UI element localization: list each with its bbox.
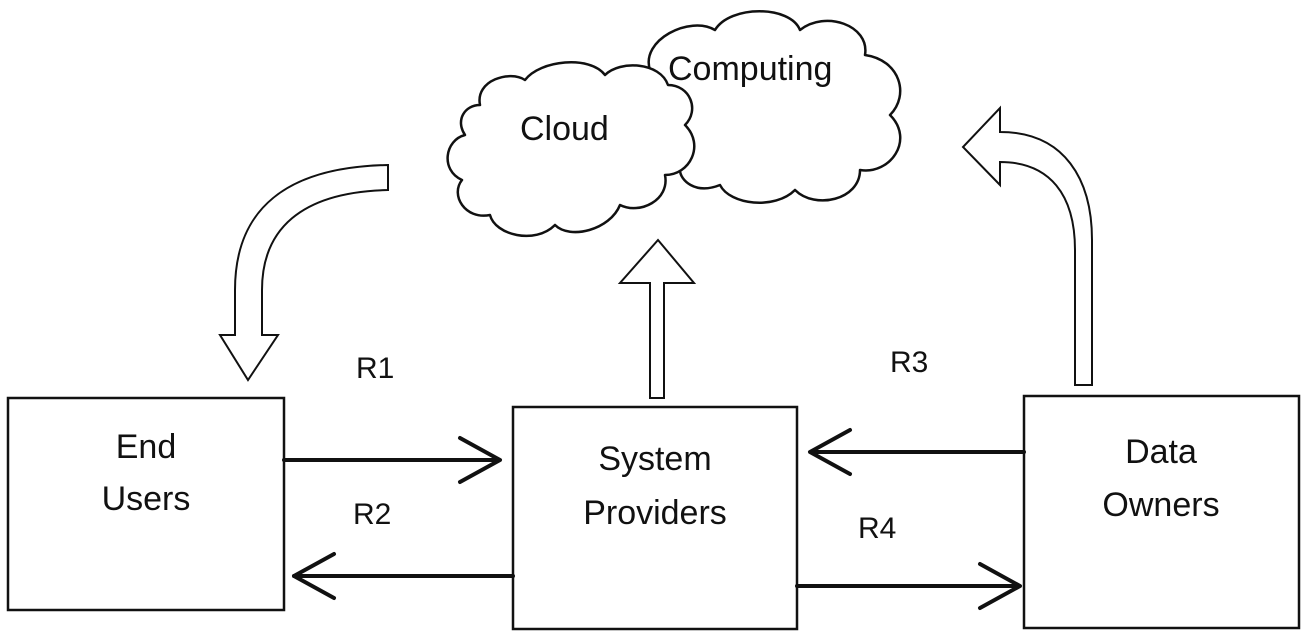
computing-label: Computing bbox=[668, 50, 832, 88]
r2-arrow bbox=[292, 552, 515, 600]
system-providers-box: System Providers bbox=[511, 405, 799, 631]
cloud-computing: Cloud Computing bbox=[446, 10, 902, 238]
cloud-front-shape bbox=[446, 61, 696, 238]
providers-to-cloud-arrow bbox=[617, 238, 697, 399]
r4-arrow bbox=[795, 562, 1022, 610]
end-users-label-line2: Users bbox=[102, 480, 191, 518]
system-providers-label-line2: Providers bbox=[583, 494, 727, 532]
cloud-label: Cloud bbox=[520, 110, 609, 148]
data-owners-to-cloud-arrow bbox=[961, 105, 1093, 386]
end-users-box: End Users bbox=[6, 396, 286, 612]
r1-arrow bbox=[282, 436, 502, 484]
data-owners-label-line1: Data bbox=[1125, 433, 1197, 471]
r3-arrow bbox=[808, 428, 1026, 476]
data-owners-box: Data Owners bbox=[1022, 394, 1301, 630]
end-users-label-line1: End bbox=[116, 428, 177, 466]
data-owners-label-line2: Owners bbox=[1102, 486, 1219, 524]
system-providers-label-line1: System bbox=[598, 440, 711, 478]
r1-label: R1 bbox=[356, 352, 394, 385]
cloud-back-shape bbox=[647, 10, 902, 204]
r4-label: R4 bbox=[858, 512, 896, 545]
cloud-to-end-users-arrow bbox=[218, 163, 389, 382]
r3-label: R3 bbox=[890, 346, 928, 379]
r2-label: R2 bbox=[353, 498, 391, 531]
